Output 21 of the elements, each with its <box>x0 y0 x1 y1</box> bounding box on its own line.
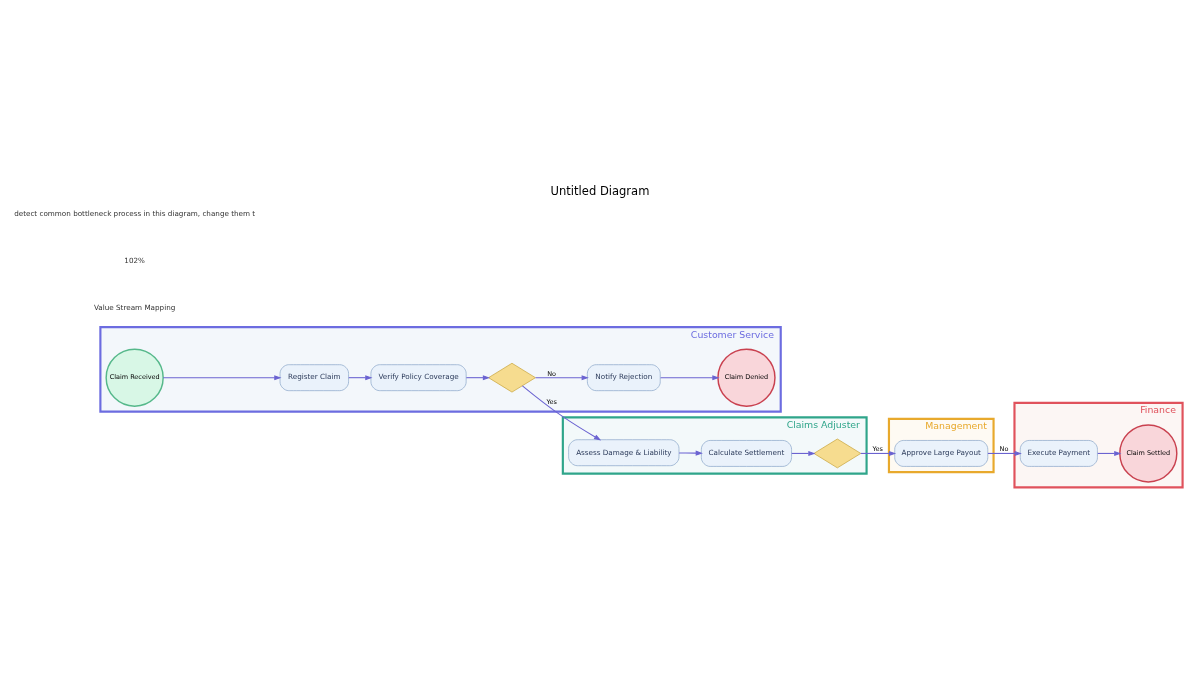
arrow <box>860 450 897 456</box>
arrow <box>987 450 1022 456</box>
label: detect common bottleneck process in this diagram, change them t <box>14 208 256 218</box>
node-diamond <box>813 438 862 468</box>
node-box: Approve Large Payout <box>894 439 989 467</box>
node-box: Notify Rejection <box>587 363 661 391</box>
arrow <box>535 374 589 380</box>
node-box: Verify Policy Coverage <box>370 363 467 391</box>
diagram-title: Untitled Diagram <box>550 183 650 198</box>
node-box: Register Claim <box>279 363 349 391</box>
arrow <box>660 374 720 380</box>
arrow <box>465 374 491 380</box>
label: 102% <box>124 255 145 265</box>
node-diamond <box>488 362 536 392</box>
node-box: Execute Payment <box>1019 439 1098 467</box>
node-box: Assess Damage & Liability <box>568 438 680 466</box>
label: Value Stream Mapping <box>93 302 176 312</box>
arrow <box>521 384 602 440</box>
node-box: Calculate Settlement <box>701 439 792 467</box>
arrow <box>678 450 703 456</box>
arrow <box>162 374 282 380</box>
